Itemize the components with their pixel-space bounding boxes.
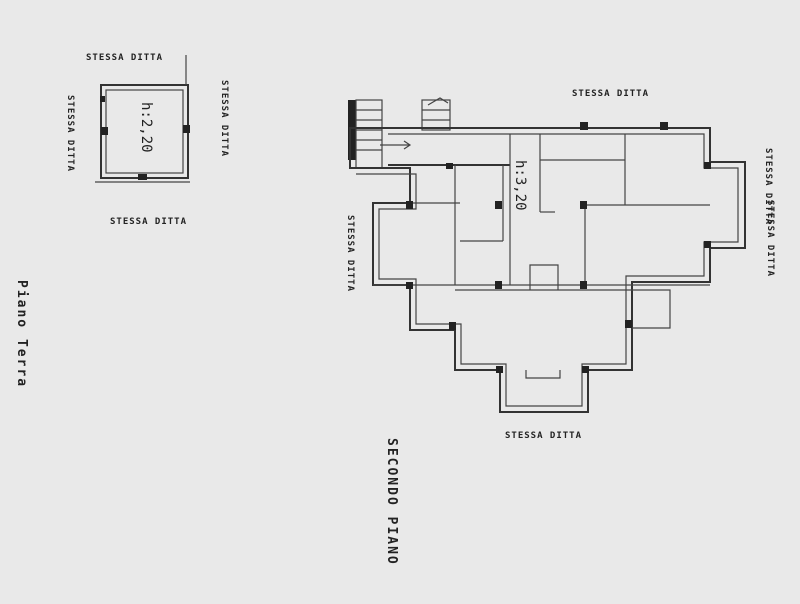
ground-floor-neighbor-top: STESSA DITTA	[86, 53, 163, 63]
ground-floor-pillar	[101, 127, 108, 135]
second-floor-neighbor-right-bottom: STESSA DITTA	[765, 200, 775, 277]
staircase	[348, 97, 451, 169]
structural-pillars	[406, 122, 711, 373]
second-floor-neighbor-left: STESSA DITTA	[345, 215, 355, 292]
interior-partitions	[373, 134, 710, 379]
ground-floor-pillar	[138, 174, 147, 180]
ground-floor-neighbor-left: STESSA DITTA	[65, 95, 75, 172]
second-floor-inner-wall	[356, 133, 739, 407]
second-floor-plan: h:3,20 STESSA DITTA STESSA DITTA STESSA …	[345, 89, 775, 566]
second-floor-neighbor-right-top: STESSA DITTA	[763, 148, 773, 225]
second-floor-outer-wall	[349, 127, 746, 413]
ground-floor-neighbor-right: STESSA DITTA	[219, 80, 229, 157]
ground-floor-height-label: h:2,20	[138, 102, 154, 153]
ground-floor-title: Piano Terra	[14, 280, 29, 388]
ground-floor-pillar	[183, 125, 190, 133]
second-floor-height-label: h:3,20	[512, 160, 528, 211]
second-floor-title: SECONDO PIANO	[384, 438, 399, 566]
second-floor-neighbor-bottom: STESSA DITTA	[505, 431, 582, 441]
ground-floor-pillar	[100, 96, 105, 102]
ground-floor-plan: h:2,20 STESSA DITTA STESSA DITTA STESSA …	[14, 53, 229, 388]
ground-floor-neighbor-bottom: STESSA DITTA	[110, 217, 187, 227]
second-floor-neighbor-top: STESSA DITTA	[572, 89, 649, 99]
